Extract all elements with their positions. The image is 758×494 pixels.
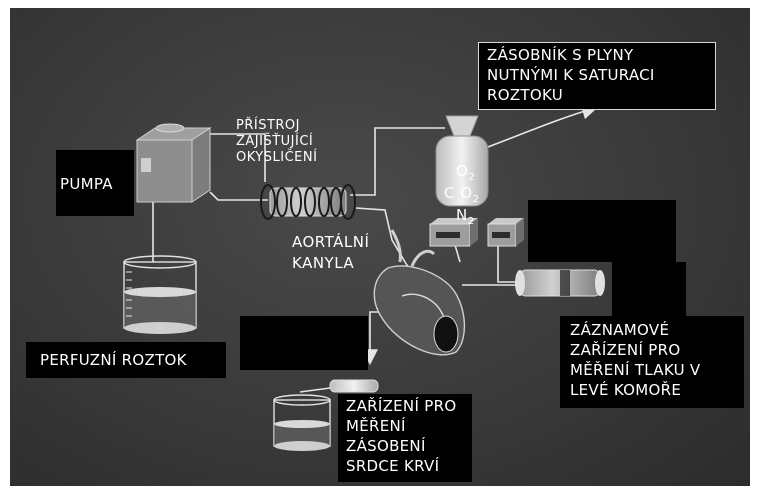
collection-beaker-drawing — [273, 379, 379, 451]
heart-drawing — [373, 229, 466, 356]
gas-tank-drawing — [435, 115, 489, 207]
recording-device-label: ZÁZNAMOVÉ ZAŘÍZENÍ PRO MĚŘENÍ TLAKU V LE… — [560, 316, 744, 408]
pump-drawing — [135, 123, 212, 203]
blank-label-box-far-right — [612, 262, 686, 318]
pressure-transducer-drawing — [515, 269, 605, 297]
blank-label-box-right — [528, 200, 676, 262]
perfusion-beaker-drawing — [123, 255, 197, 334]
tubing-lines — [152, 103, 599, 393]
blank-label-box-center — [240, 316, 368, 370]
monitor-boxes-drawing — [429, 218, 524, 247]
pump-label: PUMPA — [56, 150, 134, 216]
gas-tank-label: ZÁSOBNÍK S PLYNY NUTNÝMI K SATURACI ROZT… — [478, 42, 716, 110]
nitrogen-symbol: N2 — [456, 206, 475, 227]
oxygenator-coil-drawing — [260, 184, 356, 220]
blood-supply-device-label: ZAŘÍZENÍ PRO MĚŘENÍ ZÁSOBENÍ SRDCE KRVÍ — [338, 394, 472, 482]
perfusion-solution-label: PERFUZNÍ ROZTOK — [26, 342, 226, 378]
oxygen-symbol: O2 — [456, 162, 476, 183]
oxygenator-label: PŘÍSTROJ ZAJIŠŤUJÍCÍ OKYSLIČENÍ — [236, 118, 318, 165]
aortic-cannula-label: AORTÁLNÍ KANYLA — [292, 233, 370, 272]
carbon-dioxide-symbol: C O2 — [444, 184, 480, 205]
